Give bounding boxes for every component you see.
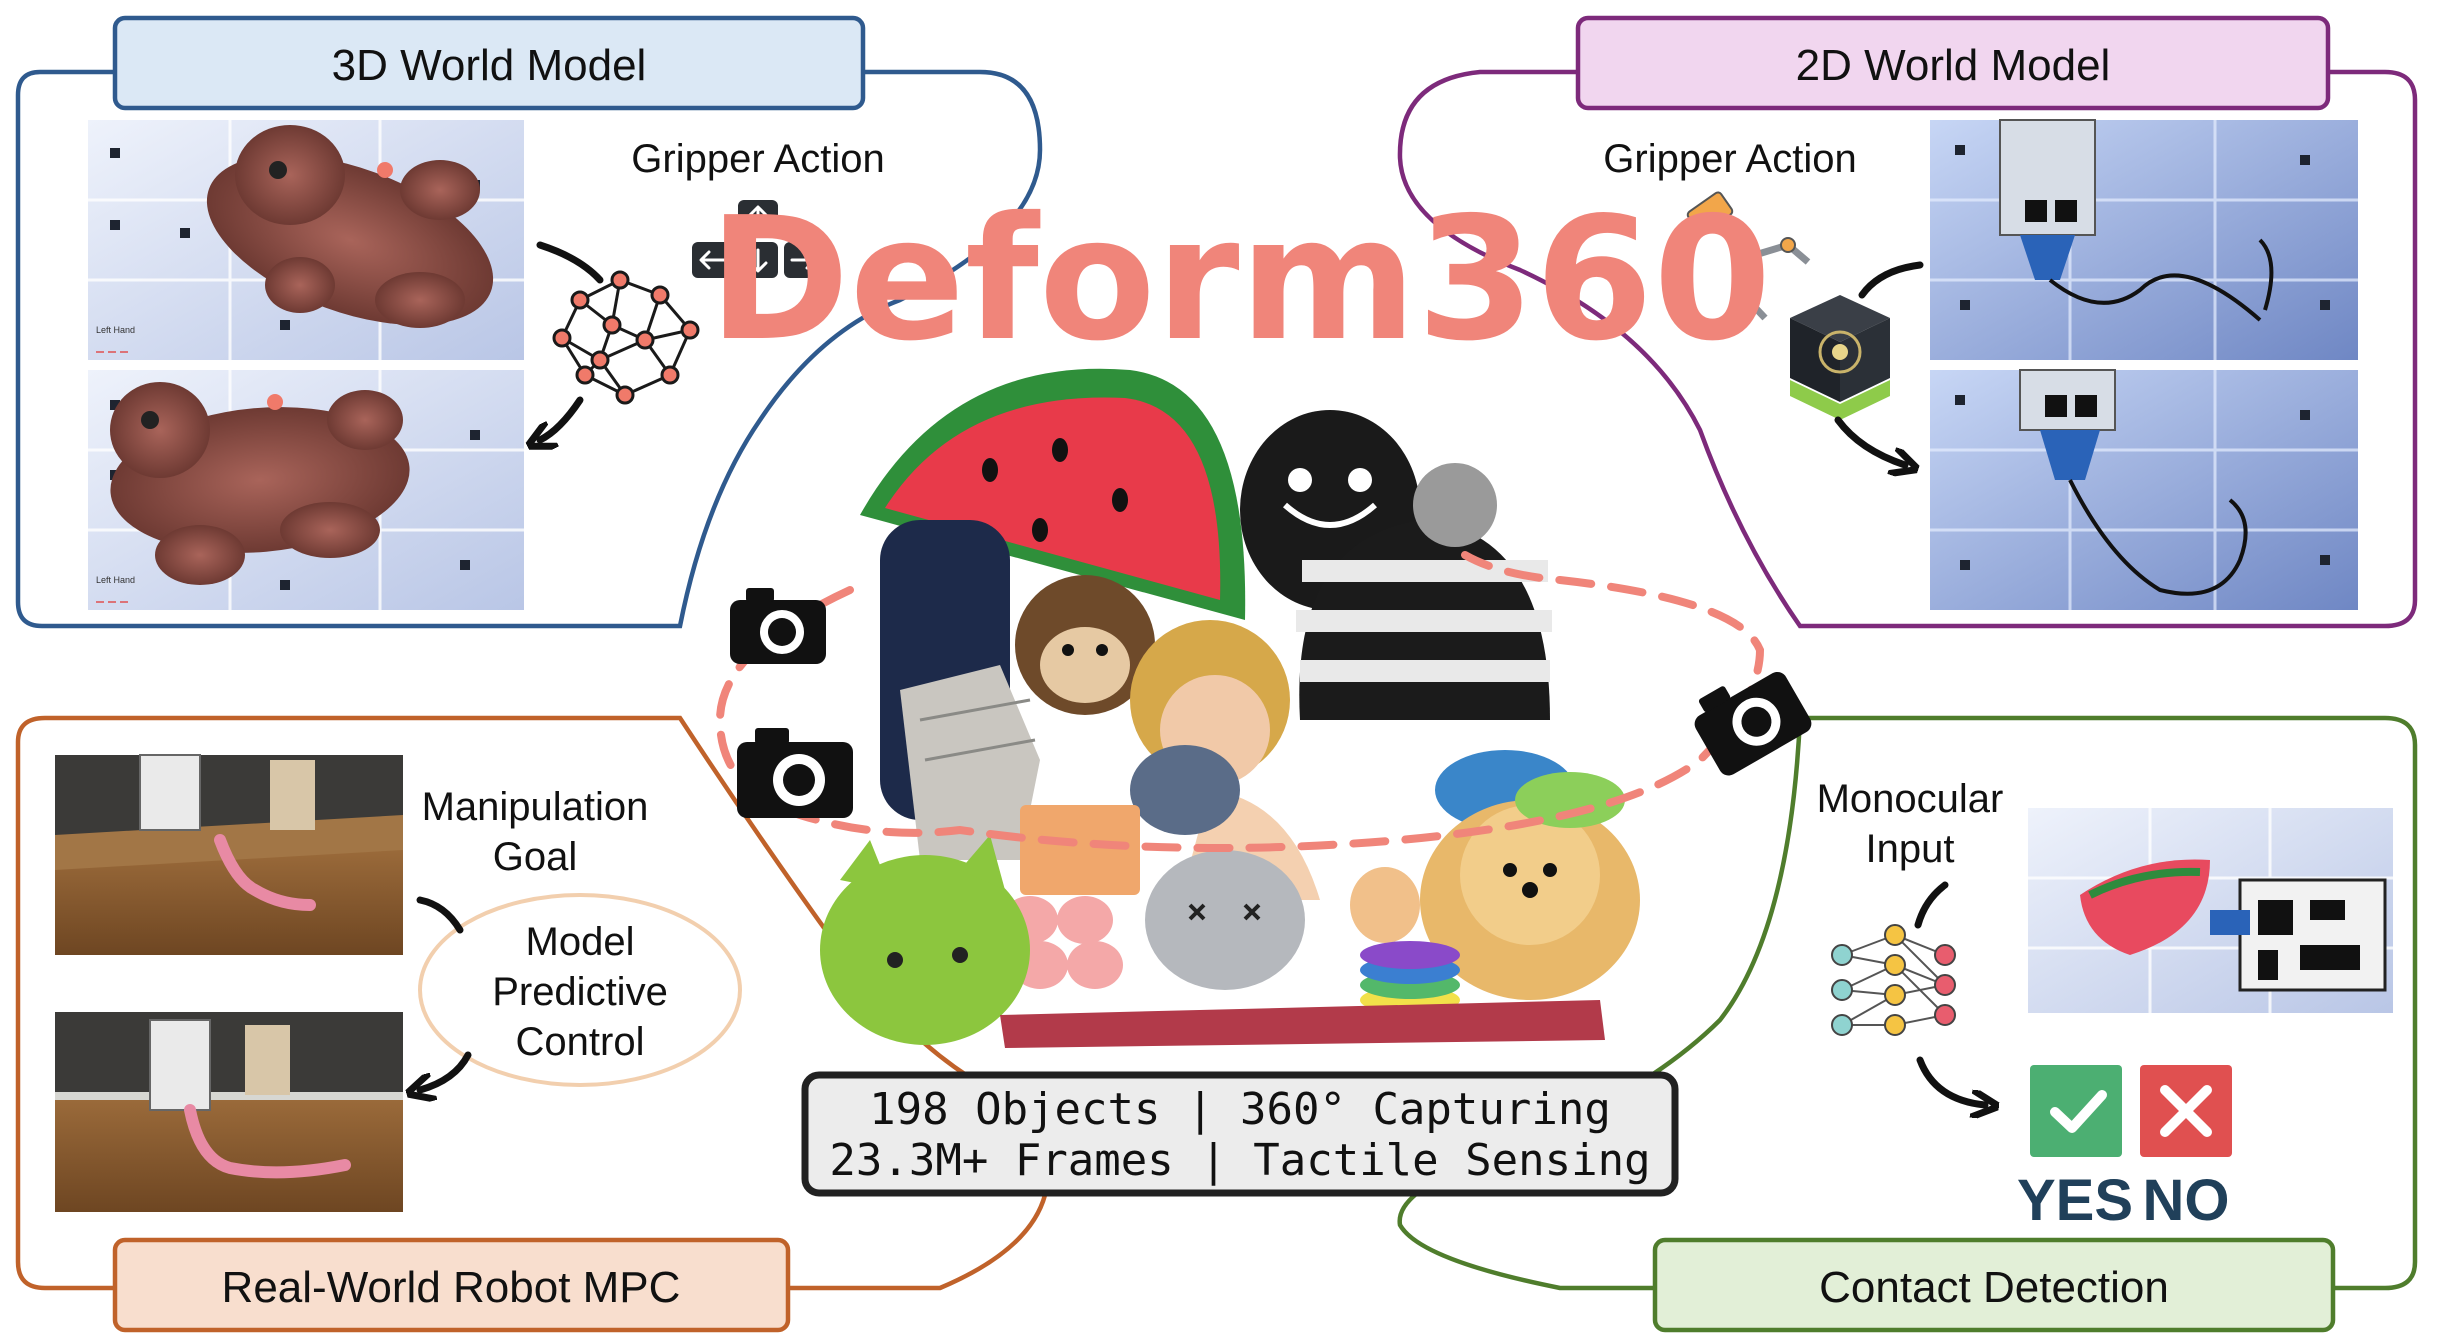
hamster-figure xyxy=(1350,867,1420,943)
stats-line1: 198 Objects | 360° Capturing xyxy=(869,1084,1611,1135)
panel-3d-world-model: 3D World Model xyxy=(15,15,1043,629)
panel-2d-outline xyxy=(1397,69,2418,629)
contact-frame xyxy=(2028,808,2393,1013)
gripper-action-label-2d: Gripper Action xyxy=(1603,137,1856,181)
teddy-bear-top xyxy=(206,125,494,328)
manipulation-goal-line2: Goal xyxy=(493,835,578,879)
monocular-input-line2: Input xyxy=(1866,827,1955,871)
fish-plush xyxy=(1130,745,1240,835)
panel-contact-header xyxy=(1652,1237,2336,1333)
camera-icon xyxy=(730,588,826,664)
panel-2d-header xyxy=(1575,15,2331,111)
panel-3d-header xyxy=(112,15,866,111)
panel-contact-title: Contact Detection xyxy=(1819,1263,2169,1312)
panel-mpc-title: Real-World Robot MPC xyxy=(222,1263,681,1312)
frame-caption-bottom: Left Hand xyxy=(96,575,135,585)
robot-frame-top xyxy=(55,754,403,955)
manipulation-goal-line1: Manipulation xyxy=(422,785,649,829)
cable-frame-top xyxy=(1930,119,2358,360)
soap-bar xyxy=(1020,805,1140,895)
panel-3d-outline xyxy=(15,69,1043,629)
world-cube-icon xyxy=(1790,295,1890,420)
flow-arrow-3d-in xyxy=(536,241,604,284)
panel-2d-title: 2D World Model xyxy=(1796,41,2111,90)
neural-network-icon xyxy=(1831,924,1956,1036)
stats-line2: 23.3M+ Frames | Tactile Sensing xyxy=(829,1135,1650,1186)
yes-label: YES xyxy=(2017,1168,2133,1233)
silicone-cups xyxy=(1360,941,1460,1014)
mpc-line1: Model xyxy=(526,920,635,964)
octopus-plush xyxy=(1145,850,1305,990)
teddy-frame-bottom: Left Hand xyxy=(88,370,524,610)
cable-frame-bottom xyxy=(1930,369,2358,610)
arrow-keys-icon xyxy=(692,200,824,278)
panel-contact-outline xyxy=(1397,715,2418,1291)
no-label: NO xyxy=(2143,1168,2230,1233)
flow-arrow-2d-out xyxy=(1834,416,1905,465)
mpc-controller: Model Predictive Control xyxy=(418,893,742,1087)
green-cat-plush xyxy=(820,855,1030,1045)
mesh-graph-icon xyxy=(552,270,700,405)
panel-mpc-header xyxy=(112,1237,791,1333)
flow-arrow-mpc-out xyxy=(420,1051,472,1090)
flow-arrow-2d-in xyxy=(1858,261,1924,299)
main-title: Deform360 xyxy=(709,181,1772,379)
robot-gripper-icon xyxy=(1686,191,1811,321)
fabric-strap xyxy=(1000,1000,1605,1048)
yes-indicator: YES xyxy=(2017,1065,2133,1233)
no-indicator: NO xyxy=(2140,1065,2232,1233)
teddy-bear-bottom xyxy=(110,382,410,585)
flow-arrow-mpc-in xyxy=(416,896,464,934)
camera-icon xyxy=(1694,671,1812,776)
capture-path xyxy=(715,551,1765,852)
mpc-line3: Control xyxy=(516,1020,645,1064)
work-glove xyxy=(900,665,1040,860)
object-pile xyxy=(715,368,1765,1048)
frame-caption-top: Left Hand xyxy=(96,325,135,335)
check-icon xyxy=(2030,1065,2122,1157)
flow-arrow-contact-in xyxy=(1914,881,1949,929)
monocular-input-line1: Monocular xyxy=(1817,777,2004,821)
mpc-line2: Predictive xyxy=(492,970,668,1014)
panel-3d-title: 3D World Model xyxy=(332,41,647,90)
lily-pad-toy xyxy=(1515,772,1625,828)
flow-arrow-3d-out xyxy=(540,396,584,440)
dataset-stats-box: 198 Objects | 360° Capturing 23.3M+ Fram… xyxy=(801,1071,1679,1197)
camera-icon xyxy=(737,728,853,818)
teddy-frame-top: Left Hand xyxy=(88,120,524,360)
robot-frame-bottom xyxy=(55,1012,403,1212)
panel-2d-world-model: 2D World Model xyxy=(1397,15,2418,629)
panel-contact-detection: Contact Detection xyxy=(1397,715,2418,1333)
gripper-action-label-3d: Gripper Action xyxy=(631,137,884,181)
flow-arrow-contact-out xyxy=(1916,1056,1985,1105)
